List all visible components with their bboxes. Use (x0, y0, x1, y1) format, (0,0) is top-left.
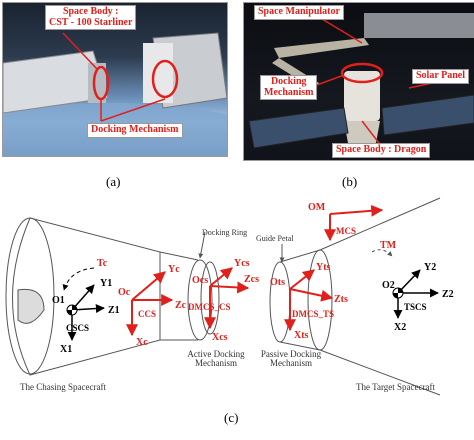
label-ots: Ots (270, 277, 285, 288)
label-active-docking-mechanism: Active Docking Mechanism (187, 349, 245, 369)
label-o1: O1 (52, 295, 65, 306)
label-oc: Oc (118, 287, 131, 298)
label-zc: Zc (175, 300, 187, 311)
starliner-illustration (3, 32, 227, 156)
label-docking-mechanism-a: Docking Mechanism (87, 123, 183, 138)
label-o2: O2 (382, 280, 395, 291)
label-ocs: Ocs (192, 275, 208, 286)
label-tm: TM (380, 240, 397, 251)
label-passive-docking-mechanism: Passive Docking Mechanism (260, 349, 322, 369)
label-guide-petal: Guide Petal (256, 234, 294, 243)
docking-schematic: Docking Ring Guide Petal O1 Y1 Z1 X1 CSC… (5, 197, 454, 396)
label-y1: Y1 (100, 278, 112, 289)
caption-c: (c) (224, 410, 239, 425)
label-z1: Z1 (108, 305, 120, 316)
photo-dragon: Space Manipulator Docking Mechanism Sola… (243, 2, 474, 161)
dragon-illustration (248, 13, 474, 149)
label-docking-mechanism-b: Docking Mechanism (260, 75, 318, 100)
frame-mcs (324, 204, 384, 242)
label-yc: Yc (168, 264, 180, 275)
label-xts: Xts (294, 330, 309, 341)
label-zts: Zts (334, 294, 348, 305)
label-space-body-starliner: Space Body : CST - 100 Starliner (45, 5, 137, 30)
caption-b: (b) (342, 174, 358, 189)
label-ccs: CCS (138, 309, 156, 319)
label-yts: Yts (316, 262, 331, 273)
label-target: The Target Spacecraft (356, 382, 435, 392)
label-xcs: Xcs (212, 332, 228, 343)
label-tc: Tc (97, 258, 108, 269)
label-y2: Y2 (424, 262, 436, 273)
frame-dmcs-cs (204, 267, 250, 330)
label-space-manipulator: Space Manipulator (254, 5, 344, 20)
label-dmcs-ts: DMCS_TS (292, 309, 334, 319)
panel-a-markers (62, 32, 179, 122)
label-tscs: TSCS (404, 302, 427, 312)
label-xc: Xc (136, 337, 148, 348)
label-zcs: Zcs (244, 274, 259, 285)
label-mcs: MCS (336, 226, 356, 236)
caption-a: (a) (106, 174, 121, 189)
label-docking-ring: Docking Ring (202, 228, 247, 237)
label-x1: X1 (60, 344, 72, 355)
frame-ccs (126, 271, 174, 337)
frame-cscs (66, 284, 105, 341)
label-dmcs-cs: DMCS_CS (188, 302, 231, 312)
label-space-body-dragon: Space Body : Dragon (332, 143, 431, 158)
photo-starliner: Space Body : CST - 100 Starliner Docking… (2, 2, 228, 157)
label-ycs: Ycs (234, 258, 250, 269)
label-x2: X2 (394, 322, 406, 333)
label-solar-panel: Solar Panel (412, 69, 469, 84)
label-chasing: The Chasing Spacecraft (20, 382, 106, 392)
label-z2: Z2 (442, 289, 454, 300)
frame-tscs (392, 269, 439, 319)
label-cscs: CSCS (66, 323, 89, 333)
frame-dmcs-ts (284, 269, 334, 332)
label-om: OM (308, 202, 326, 213)
